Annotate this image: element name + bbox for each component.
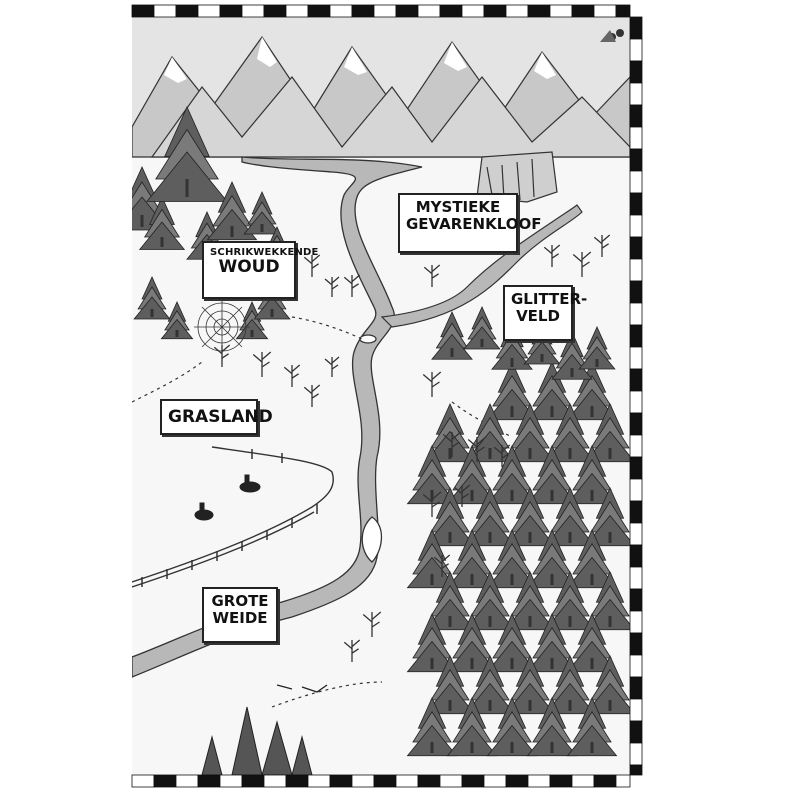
label-mystieke-gevarenkloof: MYSTIEKE GEVARENKLOOF bbox=[398, 193, 542, 253]
pine-tree bbox=[133, 276, 171, 320]
pine-tree bbox=[486, 445, 538, 505]
bare-tree bbox=[362, 611, 382, 637]
map-frame: SCHRIKWEKKENDE WOUD MYSTIEKE GEVARENKLOO… bbox=[132, 17, 630, 775]
pine-tree bbox=[406, 613, 458, 673]
pine-tree bbox=[486, 529, 538, 589]
horse-riders bbox=[194, 474, 261, 521]
pine-tree bbox=[584, 487, 630, 547]
label-grote: GROTE bbox=[211, 592, 269, 610]
bare-tree bbox=[324, 276, 340, 297]
pine-tree bbox=[446, 445, 498, 505]
pine-tree bbox=[544, 571, 596, 631]
label-veld: VELD bbox=[516, 306, 560, 325]
bare-tree bbox=[423, 264, 441, 287]
label-schrikwekkende: SCHRIKWEKKENDE bbox=[210, 247, 319, 258]
pine-tree bbox=[486, 361, 538, 421]
pine-tree bbox=[486, 613, 538, 673]
bare-tree bbox=[422, 371, 442, 397]
map-illustration bbox=[132, 17, 630, 775]
bare-tree bbox=[343, 639, 361, 662]
mountain-range bbox=[132, 35, 630, 158]
pine-tree bbox=[504, 403, 556, 463]
bare-tree bbox=[572, 251, 592, 277]
pine-tree bbox=[464, 655, 516, 715]
pine-tree bbox=[544, 655, 596, 715]
label-grasland-text: GRASLAND bbox=[168, 407, 273, 427]
pine-tree bbox=[526, 697, 578, 757]
pine-tree bbox=[526, 613, 578, 673]
gorge-cliff bbox=[476, 151, 558, 203]
bare-tree bbox=[252, 351, 272, 377]
label-grote-weide: GROTE WEIDE bbox=[202, 587, 278, 643]
pine-tree bbox=[206, 181, 258, 241]
label-schrikwekkende-woud: SCHRIKWEKKENDE WOUD bbox=[202, 241, 319, 299]
pine-tree bbox=[431, 311, 473, 360]
sleigh bbox=[276, 684, 328, 693]
pine-tree bbox=[446, 613, 498, 673]
pine-tree bbox=[584, 655, 630, 715]
pine-tree bbox=[424, 487, 476, 547]
pine-tree bbox=[566, 697, 618, 757]
bare-tree bbox=[303, 384, 321, 407]
pine-tree bbox=[526, 529, 578, 589]
bare-tree bbox=[433, 554, 451, 577]
pine-tree bbox=[504, 487, 556, 547]
pine-tree bbox=[566, 613, 618, 673]
fence-posts bbox=[141, 449, 318, 587]
pine-tree bbox=[446, 529, 498, 589]
pine-tree bbox=[566, 361, 618, 421]
pine-tree bbox=[578, 326, 616, 370]
pine-tree bbox=[504, 655, 556, 715]
bare-tree bbox=[442, 431, 462, 457]
pine-tree bbox=[424, 655, 476, 715]
bare-tree bbox=[303, 254, 321, 277]
spider-web bbox=[194, 299, 250, 355]
pine-tree bbox=[544, 403, 596, 463]
foreground-pines bbox=[201, 706, 313, 775]
label-glitter: GLITTER- bbox=[511, 290, 588, 308]
label-grasland: GRASLAND bbox=[160, 399, 273, 435]
pine-tree bbox=[486, 697, 538, 757]
label-gevarenkloof: GEVARENKLOOF bbox=[406, 214, 542, 233]
label-weide: WEIDE bbox=[212, 608, 268, 627]
river bbox=[132, 156, 423, 678]
pine-tree bbox=[406, 697, 458, 757]
bare-tree bbox=[493, 444, 511, 467]
pine-tree bbox=[132, 166, 170, 231]
pine-tree bbox=[160, 301, 194, 340]
pine-tree bbox=[566, 529, 618, 589]
pine-tree bbox=[243, 191, 281, 235]
pine-tree bbox=[464, 487, 516, 547]
label-mystieke: MYSTIEKE bbox=[415, 198, 501, 216]
tributary bbox=[380, 204, 583, 328]
bare-tree bbox=[422, 491, 442, 517]
bare-tree bbox=[453, 484, 471, 507]
pine-tree bbox=[463, 306, 501, 350]
bare-tree bbox=[343, 274, 361, 297]
pine-tree bbox=[526, 361, 578, 421]
forest-trees bbox=[132, 106, 630, 757]
pine-tree bbox=[138, 196, 186, 250]
pine-tree bbox=[566, 445, 618, 505]
bare-tree bbox=[593, 234, 611, 257]
bare-tree bbox=[543, 244, 561, 267]
bare-tree bbox=[324, 356, 340, 377]
pine-tree bbox=[464, 571, 516, 631]
pine-tree bbox=[584, 403, 630, 463]
pine-tree bbox=[504, 571, 556, 631]
fence bbox=[132, 446, 334, 588]
label-woud: WOUD bbox=[218, 257, 280, 277]
label-glitterveld: GLITTER- VELD bbox=[503, 285, 588, 341]
pine-tree bbox=[544, 487, 596, 547]
pine-tree bbox=[146, 106, 228, 202]
pine-tree bbox=[424, 571, 476, 631]
pine-tree bbox=[446, 697, 498, 757]
pine-tree bbox=[526, 445, 578, 505]
pine-tree bbox=[584, 571, 630, 631]
pine-tree bbox=[406, 445, 458, 505]
bare-tree bbox=[283, 364, 301, 387]
bare-tree bbox=[467, 436, 487, 462]
